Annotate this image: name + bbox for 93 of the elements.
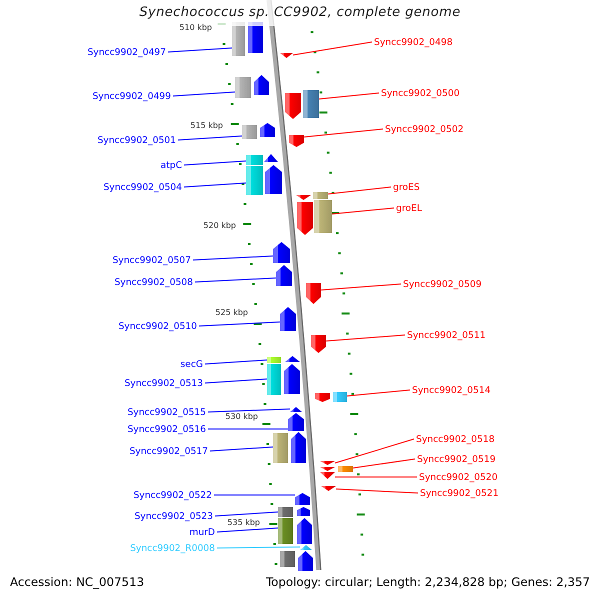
gene-feature xyxy=(246,165,282,195)
leader-line xyxy=(172,92,236,96)
scale-label: 535 kbp xyxy=(227,518,260,528)
gene-feature xyxy=(242,123,275,139)
leader-line xyxy=(346,390,410,396)
gene-feature xyxy=(296,192,328,200)
scale-label: 530 kbp xyxy=(225,412,258,422)
gene-feature xyxy=(306,283,321,304)
gene-label: Syncc9902_0507 xyxy=(112,254,191,266)
leader-line xyxy=(318,92,380,100)
gene-feature xyxy=(276,265,292,286)
gene-feature xyxy=(280,53,293,58)
gene-label: Syncc9902_0508 xyxy=(114,276,193,288)
gene-feature xyxy=(273,242,290,263)
leader-line xyxy=(204,360,268,364)
gene-feature xyxy=(315,392,347,402)
title: Synechococcus sp. CC9902, complete genome xyxy=(139,5,461,21)
gene-feature xyxy=(273,432,306,463)
leader-line xyxy=(178,136,242,140)
leader-line xyxy=(210,446,274,452)
gene-feature xyxy=(285,90,319,119)
gene-feature xyxy=(321,486,336,491)
leader-line xyxy=(304,128,384,138)
gene-label: Syncc9902_0515 xyxy=(127,406,206,418)
scale-label: 510 kbp xyxy=(179,23,212,33)
gene-label: Syncc9902_0498 xyxy=(374,36,453,48)
gene-feature xyxy=(295,493,310,505)
gene-label: Syncc9902_0523 xyxy=(134,510,213,522)
gene-label: Syncc9902_0499 xyxy=(92,90,171,102)
gene-label: Syncc9902_0511 xyxy=(407,330,486,340)
gene-label: Syncc9902_0520 xyxy=(419,472,498,482)
footer-text: Topology: circular; Length: 2,234,828 bp; Genes: 2,357 xyxy=(266,575,590,589)
gene-feature xyxy=(289,135,304,147)
footer-text: Accession: NC_007513 xyxy=(10,575,144,589)
leader-line xyxy=(328,186,392,194)
gene-label: groEL xyxy=(396,202,422,214)
scale-label: 520 kbp xyxy=(203,221,236,231)
gene-label: Syncc9902_0502 xyxy=(385,124,464,134)
gene-label: Syncc9902_0518 xyxy=(416,434,495,444)
gene-label: Syncc9902_0510 xyxy=(118,320,197,332)
leader-line xyxy=(326,334,406,342)
leader-line xyxy=(334,476,418,478)
scale-label: 515 kbp xyxy=(190,121,223,131)
leader-line xyxy=(336,488,418,494)
leader-line xyxy=(216,546,300,548)
leader-line xyxy=(214,512,278,516)
leader-line xyxy=(320,284,402,290)
gene-label: Syncc9902_0522 xyxy=(133,490,212,500)
leader-line xyxy=(334,438,414,464)
gene-label: Syncc9902_0517 xyxy=(129,446,208,456)
gene-label: Syncc9902_0497 xyxy=(87,46,166,58)
leader-line xyxy=(204,378,268,384)
leader-line xyxy=(332,208,394,214)
gene-label: groES xyxy=(393,182,420,192)
leader-line xyxy=(216,528,278,532)
gene-feature xyxy=(267,356,300,363)
gene-feature xyxy=(278,507,310,517)
gene-label: Syncc9902_0521 xyxy=(420,488,499,498)
leader-line xyxy=(198,322,280,326)
gene-label: Syncc9902_R0008 xyxy=(130,542,215,554)
gene-feature xyxy=(320,461,335,465)
gene-label: atpC xyxy=(160,160,182,170)
gene-feature xyxy=(267,364,300,395)
gene-feature xyxy=(235,75,269,98)
leader-line xyxy=(292,42,372,56)
leader-line xyxy=(214,494,296,496)
gene-feature xyxy=(297,200,332,235)
gene-feature xyxy=(278,518,312,544)
gene-label: Syncc9902_0519 xyxy=(417,454,496,464)
gene-label: Syncc9902_0516 xyxy=(127,424,206,434)
leader-line xyxy=(168,48,232,52)
gene-feature xyxy=(320,466,353,472)
leader-line xyxy=(192,256,274,260)
scale-label: 525 kbp xyxy=(215,308,248,318)
gene-label: Syncc9902_0514 xyxy=(412,384,491,396)
gene-label: Syncc9902_0504 xyxy=(103,182,182,192)
leader-line xyxy=(208,408,290,412)
leader-line xyxy=(184,160,246,166)
gene-feature xyxy=(280,307,296,331)
gene-label: Syncc9902_0500 xyxy=(381,88,460,98)
leader-line xyxy=(352,458,416,468)
gene-label: Syncc9902_0501 xyxy=(97,134,176,146)
gene-label: murD xyxy=(189,526,215,538)
gene-label: Syncc9902_0509 xyxy=(403,278,482,290)
leader-line xyxy=(208,428,288,430)
gene-feature xyxy=(320,472,335,479)
leader-line xyxy=(194,278,276,282)
leader-line xyxy=(184,182,246,188)
gene-feature xyxy=(311,335,326,353)
gene-feature xyxy=(280,551,313,571)
gene-label: secG xyxy=(180,358,203,370)
gene-label: Syncc9902_0513 xyxy=(124,378,203,388)
gene-feature xyxy=(246,154,278,165)
